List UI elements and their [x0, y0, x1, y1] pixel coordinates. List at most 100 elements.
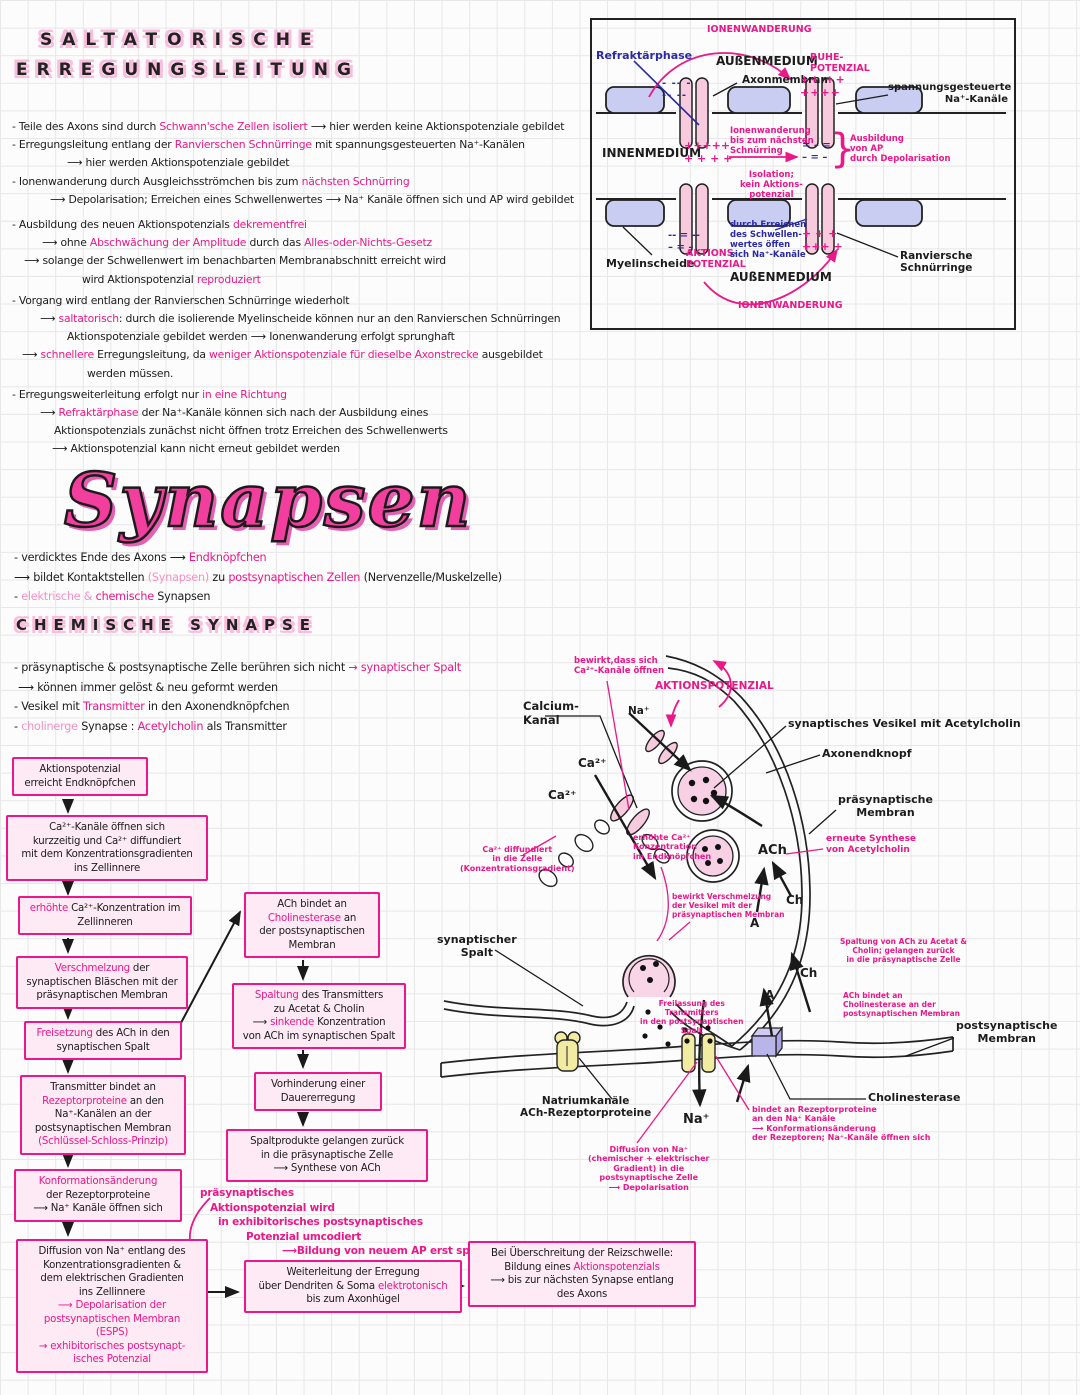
text-line: präsynaptisches	[200, 1187, 294, 1199]
text-line: wird Aktionspotenzial reproduziert	[82, 272, 261, 286]
fusing-vesicle	[622, 954, 676, 998]
flow-box-line: Konzentrationsgradienten &	[43, 1259, 181, 1271]
label-cholinesterase: Cholinesterase	[868, 1091, 961, 1104]
label-aussenmedium-oben: AUßENMEDIUM	[716, 54, 818, 68]
text-line: - verdicktes Ende des Axons ⟶ Endknöpfch…	[14, 551, 267, 564]
flow-box-line: synaptischen Bläschen mit der	[26, 976, 178, 988]
flow-box-line: dem elektrischen Gradienten	[40, 1273, 184, 1284]
label-innenmedium: INNENMEDIUM	[602, 146, 702, 160]
flow-box-line: Cholinesterase an	[267, 912, 357, 924]
heading-saltatorische: SALTATORISCHE	[40, 30, 322, 50]
charges-minus-oben: - -- --- --	[662, 78, 692, 101]
heading-chemische-synapse: CHEMISCHE SYNAPSE	[16, 616, 318, 634]
postsynaptic-membrane	[440, 1036, 954, 1078]
ach-receptor-closed	[554, 1031, 581, 1072]
text-line: Aktionspotenzial wird	[210, 1201, 335, 1214]
box-ap-erreicht-endknoepfchen: Aktionspotenzial erreicht Endknöpfchen	[12, 757, 148, 796]
flow-box-line: Weiterleitung der Erregung	[286, 1267, 420, 1278]
label-a1: A	[750, 916, 760, 930]
box-ca-kanaele-oeffnen: Ca²⁺-Kanäle öffnen sich kurzzeitig und Ca…	[6, 815, 208, 881]
flow-box-line: ⟶ sinkende Konzentration	[252, 1017, 386, 1028]
flow-box-line: Spaltprodukte gelangen zurück	[250, 1136, 404, 1147]
charges-plus-unten: + + ++++ +	[802, 227, 843, 253]
text-line: ⟶ schnellere Erregungsleitung, da wenige…	[22, 348, 543, 362]
label-ca1: Ca²⁺	[578, 756, 607, 770]
text-line: ⟶ hier werden Aktionspotenziale gebildet	[67, 156, 290, 170]
text-line: in exhibitorisches postsynaptisches	[218, 1216, 423, 1228]
flow-box-line: erreicht Endknöpfchen	[24, 777, 136, 789]
label-ionenwanderung-unten: IONENWANDERUNG	[738, 300, 843, 311]
flow-box-line: kurzzeitig und Ca²⁺ diffundiert	[32, 835, 182, 847]
flow-box-line: Ca²⁺-Kanäle öffnen sich	[49, 822, 165, 833]
text-line: ⟶Bildung von neuem AP erst später	[282, 1245, 494, 1257]
notes-saltatorische-erregungsleitung: - Teile des Axons sind durch Schwann'sch…	[12, 118, 574, 459]
axon-diagram-frame	[590, 18, 1016, 330]
text-line: ⟶ Refraktärphase der Na⁺-Kanäle können s…	[40, 406, 429, 420]
heading-synapsen: Synapsen	[63, 457, 473, 546]
text-line: Aktionspotenzials zunächst nicht öffnen …	[54, 424, 448, 438]
flow-box-line: ins Zellinnere	[73, 862, 141, 874]
flow-box-line: Spaltung des Transmitters	[254, 990, 384, 1001]
cholinesterase-cube	[750, 1026, 784, 1058]
synaptic-vesicles	[671, 760, 740, 883]
box-reizschwelle: Bei Überschreitung der Reizschwelle:Bild…	[468, 1241, 696, 1307]
flow-box-line: Bildung eines Aktionspotenzials	[504, 1261, 660, 1273]
label-a2: A	[765, 988, 775, 1002]
label-ch1: Ch	[786, 893, 804, 907]
flow-box-line: Diffusion von Na⁺ entlang des	[38, 1246, 186, 1257]
box-spaltprodukte: Spaltprodukte gelangen zurück in die präs…	[226, 1129, 428, 1182]
flow-box-line: der postsynaptischen	[259, 926, 365, 937]
flow-box-line: ⟶ Synthese von ACh	[273, 1163, 381, 1174]
flow-box-line: ⟶ bis zur nächsten Synapse entlang	[490, 1275, 674, 1286]
ach-receptor-open	[681, 1033, 716, 1073]
flow-box-line: synaptischen Spalt	[56, 1041, 150, 1053]
flow-box-line: ⟶ Depolarisation der	[58, 1300, 166, 1311]
flow-box-line: Aktionspotenzial	[39, 764, 121, 775]
label-ionenwanderung-oben: IONENWANDERUNG	[707, 24, 812, 35]
text-line: - elektrische & chemische Synapsen	[14, 590, 211, 603]
label-axonendknopf: Axonendknopf	[822, 747, 912, 760]
flow-box-line: ins Zellinnere	[78, 1286, 146, 1298]
flow-box-line: präsynaptischen Membran	[36, 990, 168, 1001]
calcium-channel	[610, 794, 650, 836]
heading-erregungsleitung: ERREGUNGSLEITUNG	[16, 60, 360, 80]
label-myelinscheide: Myelinscheide	[606, 257, 695, 270]
flow-box-line: in die präsynaptische Zelle	[260, 1149, 394, 1161]
label-spaltung-ach: Spaltung von ACh zu Acetat &Cholin; gela…	[840, 937, 967, 964]
flow-box-line: mit dem Konzentrationsgradienten	[21, 849, 193, 860]
flow-box-line: Vorhinderung einer	[270, 1079, 366, 1090]
text-line: ⟶ ohne Abschwächung der Amplitude durch …	[42, 236, 432, 250]
label-ach: ACh	[758, 843, 787, 858]
flow-box-line: bis zum Axonhügel	[306, 1294, 400, 1305]
label-calcium-kanal: Calcium-Kanal	[523, 699, 579, 727]
text-line: ⟶ saltatorisch: durch die isolierende My…	[40, 312, 561, 326]
charges-plus-mitte: ++++++ + + +	[684, 139, 733, 165]
label-ch2: Ch	[800, 966, 818, 980]
flow-box-line: postsynaptischen Membran	[43, 1313, 181, 1325]
label-ruhepotenzial: RUHE-POTENZIAL	[810, 52, 870, 75]
flow-box-line: (Schlüssel-Schloss-Prinzip)	[38, 1136, 168, 1147]
flow-box-line: postsynaptischen Membran	[34, 1122, 172, 1134]
flow-box-line: Dauererregung	[280, 1092, 356, 1104]
text-line: ⟶ Aktionspotenzial kann nicht erneut geb…	[52, 442, 340, 456]
notes-chemische-synapse: - präsynaptische & postsynaptische Zelle…	[14, 658, 461, 736]
flow-box-line: Rezeptorproteine an den	[42, 1095, 164, 1107]
